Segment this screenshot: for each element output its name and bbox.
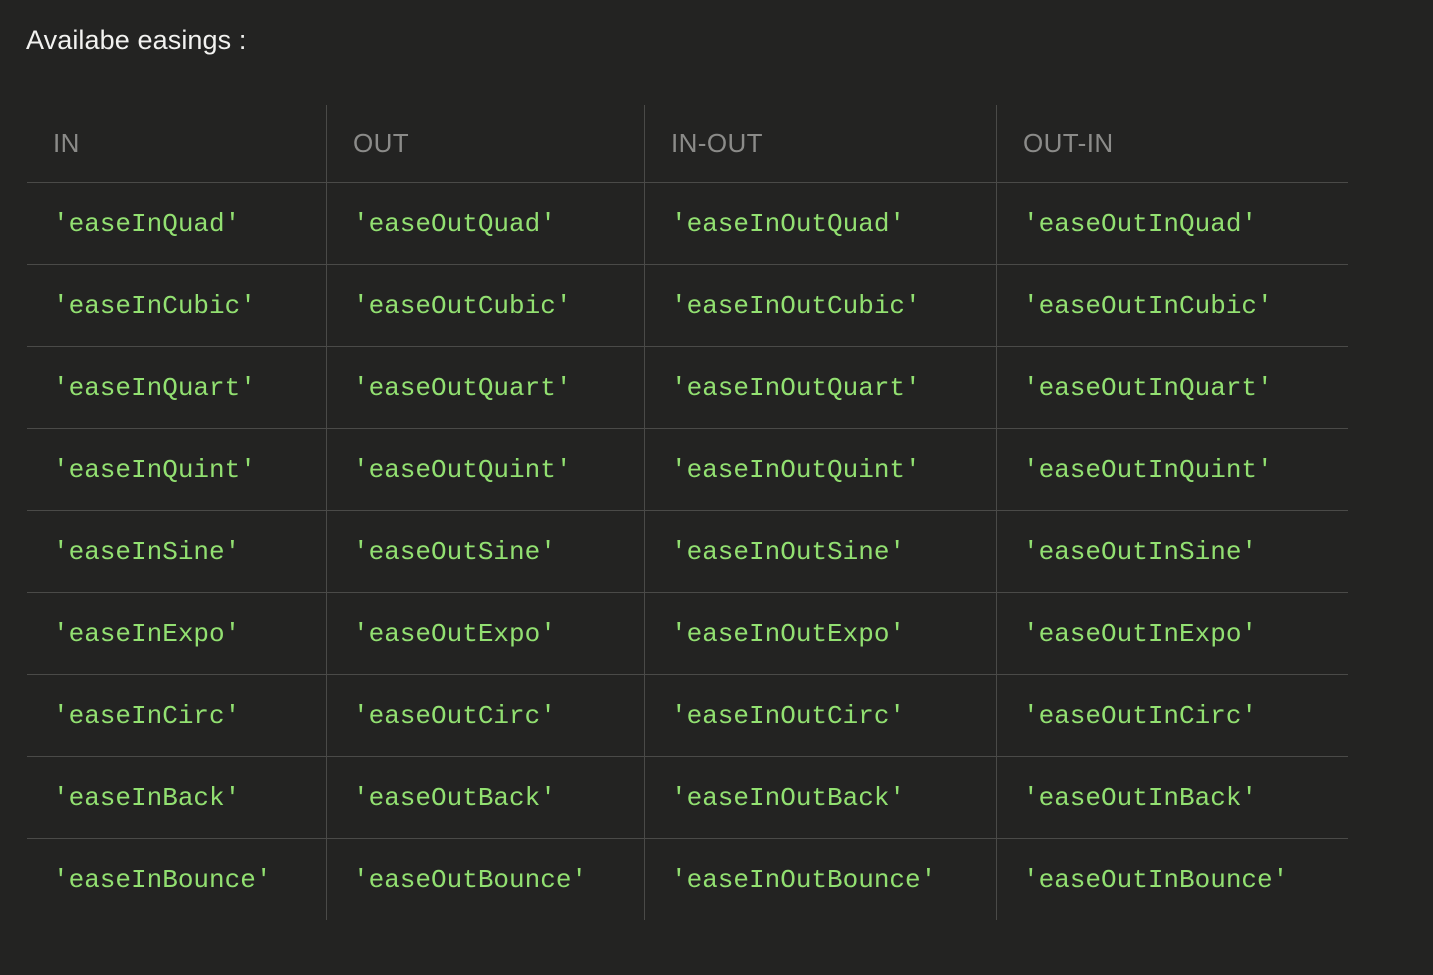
- table-row: 'easeInQuad' 'easeOutQuad' 'easeInOutQua…: [27, 182, 1348, 265]
- easing-cell: 'easeInBounce': [27, 838, 327, 920]
- page-title: Availabe easings :: [26, 25, 247, 55]
- easing-cell: 'easeInQuad': [27, 182, 327, 265]
- table-body: 'easeInQuad' 'easeOutQuad' 'easeInOutQua…: [27, 182, 1348, 920]
- table-row: 'easeInBack' 'easeOutBack' 'easeInOutBac…: [27, 756, 1348, 839]
- table-row: 'easeInBounce' 'easeOutBounce' 'easeInOu…: [27, 838, 1348, 920]
- easing-cell: 'easeInOutQuint': [644, 428, 997, 511]
- easing-cell: 'easeInCirc': [27, 674, 327, 757]
- easing-cell: 'easeInOutCubic': [644, 264, 997, 347]
- easing-cell: 'easeOutInBack': [996, 756, 1348, 839]
- easing-cell: 'easeInBack': [27, 756, 327, 839]
- easing-cell: 'easeOutExpo': [326, 592, 645, 675]
- easing-cell: 'easeOutCirc': [326, 674, 645, 757]
- easing-cell: 'easeOutInExpo': [996, 592, 1348, 675]
- table-row: 'easeInExpo' 'easeOutExpo' 'easeInOutExp…: [27, 592, 1348, 675]
- column-header-in-out: IN-OUT: [644, 105, 997, 183]
- easing-cell: 'easeInQuart': [27, 346, 327, 429]
- easing-cell: 'easeInOutQuart': [644, 346, 997, 429]
- easing-cell: 'easeOutInBounce': [996, 838, 1348, 920]
- table-row: 'easeInQuint' 'easeOutQuint' 'easeInOutQ…: [27, 428, 1348, 511]
- table-row: 'easeInCirc' 'easeOutCirc' 'easeInOutCir…: [27, 674, 1348, 757]
- easing-cell: 'easeOutQuint': [326, 428, 645, 511]
- easing-cell: 'easeInCubic': [27, 264, 327, 347]
- easing-cell: 'easeInSine': [27, 510, 327, 593]
- easing-cell: 'easeOutBounce': [326, 838, 645, 920]
- easing-cell: 'easeInOutSine': [644, 510, 997, 593]
- column-header-out: OUT: [326, 105, 645, 183]
- easing-cell: 'easeOutInSine': [996, 510, 1348, 593]
- table-header-row: IN OUT IN-OUT OUT-IN: [27, 105, 1348, 183]
- easing-cell: 'easeOutQuad': [326, 182, 645, 265]
- easing-cell: 'easeOutInQuad': [996, 182, 1348, 265]
- easings-table: IN OUT IN-OUT OUT-IN 'easeInQuad' 'easeO…: [26, 104, 1349, 921]
- easing-cell: 'easeInOutBounce': [644, 838, 997, 920]
- column-header-in: IN: [27, 105, 327, 183]
- table-row: 'easeInCubic' 'easeOutCubic' 'easeInOutC…: [27, 264, 1348, 347]
- easing-cell: 'easeInOutBack': [644, 756, 997, 839]
- easing-cell: 'easeInOutCirc': [644, 674, 997, 757]
- easing-cell: 'easeOutSine': [326, 510, 645, 593]
- table-row: 'easeInQuart' 'easeOutQuart' 'easeInOutQ…: [27, 346, 1348, 429]
- easing-cell: 'easeOutQuart': [326, 346, 645, 429]
- easing-cell: 'easeOutCubic': [326, 264, 645, 347]
- easings-table-container: IN OUT IN-OUT OUT-IN 'easeInQuad' 'easeO…: [26, 104, 1349, 921]
- easing-cell: 'easeOutInCirc': [996, 674, 1348, 757]
- column-header-out-in: OUT-IN: [996, 105, 1348, 183]
- easing-cell: 'easeOutBack': [326, 756, 645, 839]
- easing-cell: 'easeOutInQuart': [996, 346, 1348, 429]
- easing-cell: 'easeOutInCubic': [996, 264, 1348, 347]
- easing-cell: 'easeOutInQuint': [996, 428, 1348, 511]
- easing-cell: 'easeInExpo': [27, 592, 327, 675]
- easing-cell: 'easeInQuint': [27, 428, 327, 511]
- table-row: 'easeInSine' 'easeOutSine' 'easeInOutSin…: [27, 510, 1348, 593]
- table-header: IN OUT IN-OUT OUT-IN: [27, 105, 1348, 183]
- easing-cell: 'easeInOutExpo': [644, 592, 997, 675]
- easing-cell: 'easeInOutQuad': [644, 182, 997, 265]
